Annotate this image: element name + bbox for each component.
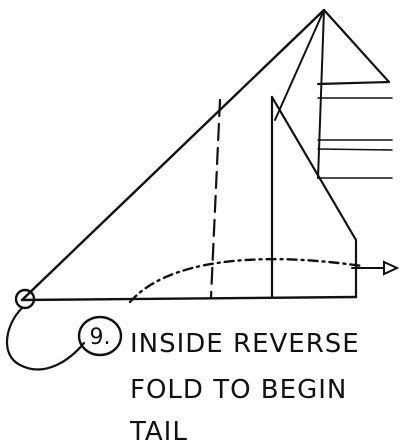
paper-model <box>22 10 392 300</box>
lower-diagonal-edge <box>272 97 356 240</box>
instruction-line-1: INSIDE REVERSE <box>130 329 360 359</box>
instruction-line-2: FOLD TO BEGIN <box>130 375 347 405</box>
bottom-edge <box>22 297 356 300</box>
instruction-caption: INSIDE REVERSE FOLD TO BEGIN TAIL <box>129 329 360 446</box>
left-diagonal-edge <box>22 10 324 300</box>
step-number: 9. <box>90 325 111 350</box>
motion-curve <box>130 259 362 302</box>
inner-diagonal-edge <box>275 10 324 120</box>
flap-edge-3 <box>318 149 392 150</box>
instruction-line-3: TAIL <box>129 417 188 446</box>
dashed-fold-line <box>211 100 220 297</box>
step-badge: 9. <box>79 317 121 355</box>
arrow-right-icon <box>352 262 397 274</box>
pivot-marker <box>7 290 84 369</box>
leader-loop <box>7 308 84 369</box>
apex-inner-line <box>318 10 324 178</box>
apex-flap <box>318 10 389 84</box>
